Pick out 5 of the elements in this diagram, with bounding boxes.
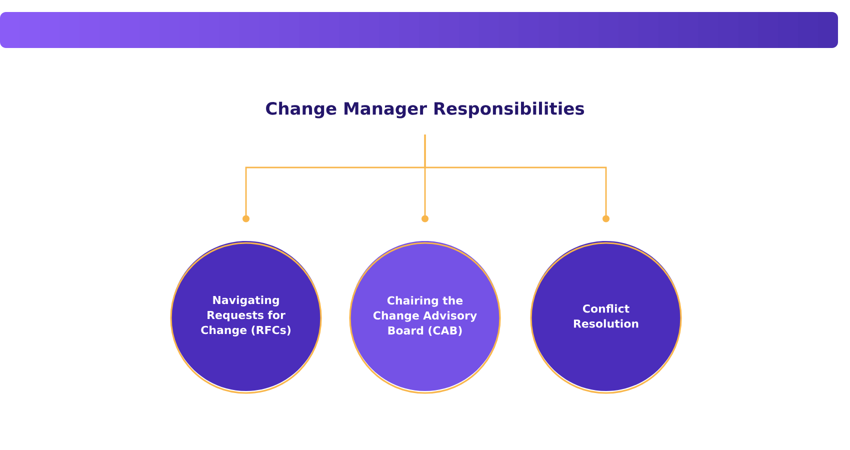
heading: Change Manager Responsibilities [266,102,584,118]
circle-node: Conflict Resolution [530,241,682,394]
circle-node: Chairing the Change Advisory Board (CAB) [349,241,501,394]
connector [424,134,610,222]
circle-node: Navigating Requests for Change (RFCs) [170,241,322,394]
